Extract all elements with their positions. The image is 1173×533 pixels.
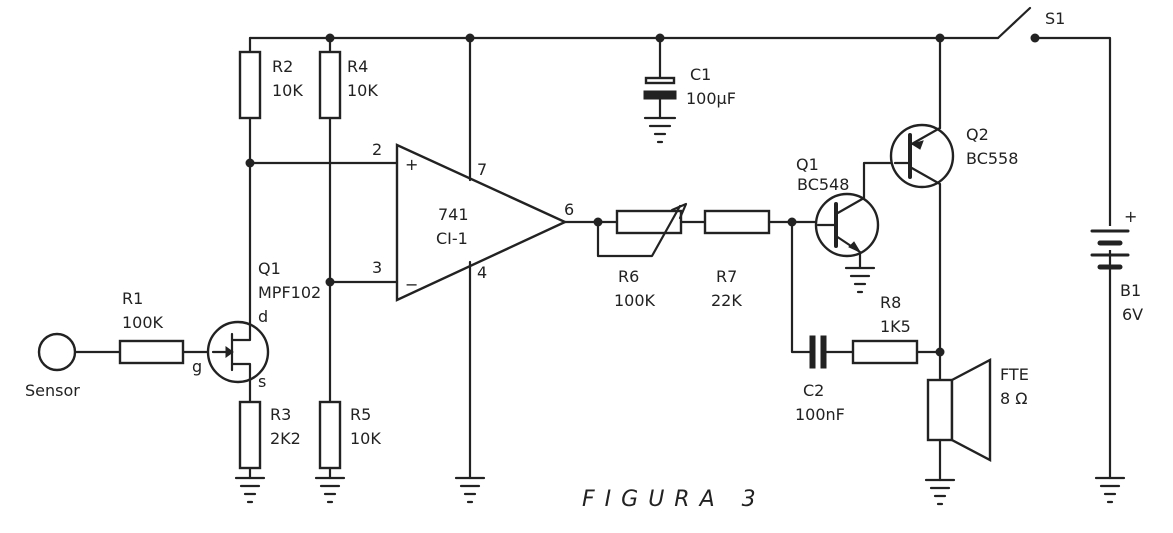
q1-fet-label: Q1: [258, 259, 281, 278]
r1-label: R1: [122, 289, 143, 308]
sensor: Sensor: [25, 332, 122, 400]
fet-g-pin: g: [192, 357, 202, 376]
pin-2-label: 2: [372, 140, 382, 159]
transistor-q1-jfet: d g s Q1 MPF102: [192, 259, 321, 391]
ground-symbol-battery: [1094, 476, 1126, 504]
resistor-r1: R1 100K: [118, 289, 215, 365]
switch-s1: S1: [996, 6, 1065, 43]
resistor-r5: R5 10K: [318, 400, 381, 480]
r2-label: R2: [272, 57, 293, 76]
q1-bjt-value: BC548: [797, 175, 849, 194]
battery-plus-sign: +: [1124, 207, 1137, 226]
resistor-r3: R3 2K2: [238, 400, 301, 470]
pin-6-label: 6: [564, 200, 574, 219]
fte-value: 8 Ω: [1000, 389, 1028, 408]
opamp-741: + − 2 3 7 4 6 741 CI-1: [248, 36, 574, 480]
pin-4-label: 4: [477, 263, 487, 282]
fet-s-pin: s: [258, 372, 266, 391]
pin-7-label: 7: [477, 160, 487, 179]
ground-symbol-r5: [314, 476, 346, 504]
battery-b1: + B1 6V: [1090, 207, 1143, 324]
ic-value: CI-1: [436, 229, 468, 248]
r5-value: 10K: [350, 429, 381, 448]
r6-value: 100K: [614, 291, 656, 310]
ground-symbol-r3: [234, 476, 266, 504]
r2-value: 10K: [272, 81, 303, 100]
c1-label: C1: [690, 65, 711, 84]
sensor-label: Sensor: [25, 381, 80, 400]
ground-symbol-c1: [643, 116, 677, 144]
q1-bjt-label: Q1: [796, 155, 819, 174]
transistor-q2: Q2 BC558: [889, 36, 1018, 382]
figure-caption: FIGURA 3: [582, 487, 766, 512]
r3-label: R3: [270, 405, 291, 424]
power-rail: [248, 36, 1112, 480]
ground-symbol-speaker: [924, 478, 956, 506]
capacitor-c2: C2 100nF: [790, 220, 855, 424]
r8-label: R8: [880, 293, 901, 312]
capacitor-c1: C1 100µF: [643, 36, 736, 120]
b1-label: B1: [1120, 281, 1141, 300]
r5-label: R5: [350, 405, 371, 424]
transistor-q1-bjt: Q1 BC548: [796, 155, 897, 270]
c2-label: C2: [803, 381, 824, 400]
speaker-fte: FTE 8 Ω: [926, 358, 1029, 482]
r4-value: 10K: [347, 81, 378, 100]
resistor-r7: R7 22K: [703, 209, 820, 310]
resistor-r8: R8 1K5: [851, 293, 942, 365]
c1-value: 100µF: [686, 89, 736, 108]
r4-label: R4: [347, 57, 368, 76]
r1-value: 100K: [122, 313, 164, 332]
opamp-minus-sign: −: [405, 275, 418, 294]
q1-fet-value: MPF102: [258, 283, 321, 302]
b1-value: 6V: [1122, 305, 1143, 324]
ground-symbol-q1: [844, 266, 876, 294]
potentiometer-r6: R6 100K: [563, 202, 707, 310]
r8-value: 1K5: [880, 317, 911, 336]
q2-label: Q2: [966, 125, 989, 144]
ground-symbol-ic: [454, 476, 486, 504]
q2-value: BC558: [966, 149, 1018, 168]
r3-value: 2K2: [270, 429, 301, 448]
r7-value: 22K: [711, 291, 742, 310]
pin-3-label: 3: [372, 258, 382, 277]
c2-value: 100nF: [795, 405, 845, 424]
r7-label: R7: [716, 267, 737, 286]
fet-d-pin: d: [258, 307, 268, 326]
junction-dots: [245, 33, 945, 357]
s1-label: S1: [1045, 9, 1065, 28]
r6-label: R6: [618, 267, 639, 286]
ic-name: 741: [438, 205, 469, 224]
resistor-r4: R4 10K: [318, 36, 378, 404]
fte-label: FTE: [1000, 365, 1029, 384]
opamp-plus-sign: +: [405, 155, 418, 174]
